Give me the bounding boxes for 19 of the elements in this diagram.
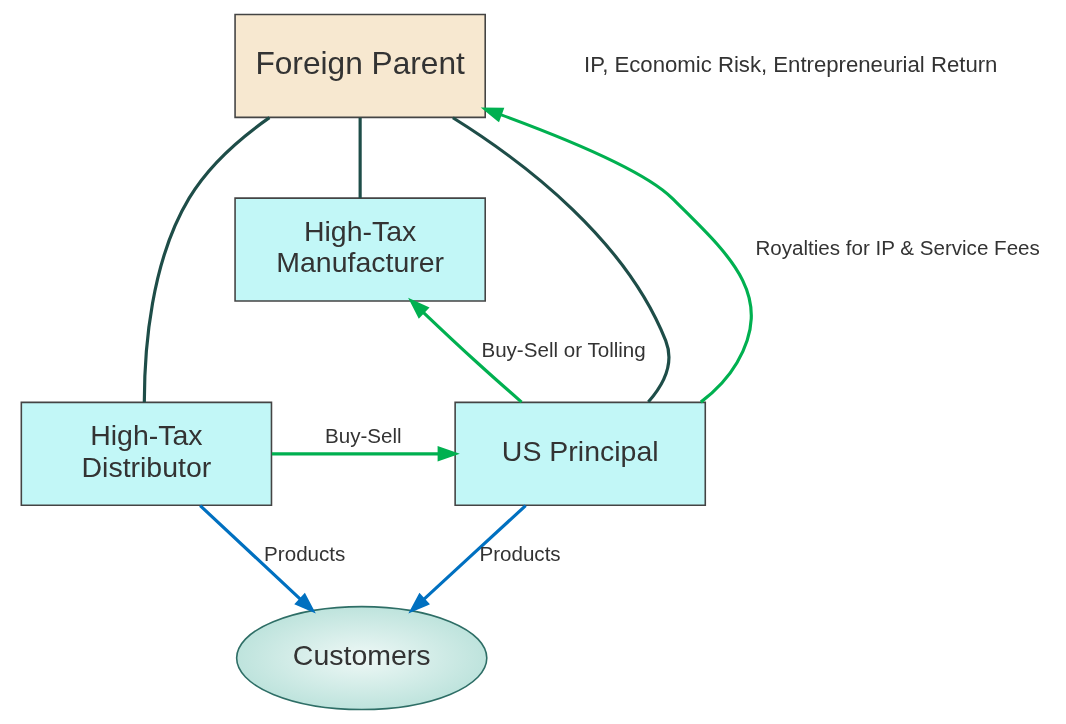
label: IP, Economic Risk, Entrepreneurial Return [583, 51, 997, 77]
node-ellipse: Customers [235, 605, 488, 711]
edge-label: Products [478, 542, 561, 566]
edge-label: Buy-Sell or Tolling [480, 338, 646, 362]
connector [142, 116, 270, 403]
connector [358, 117, 362, 198]
arrow [271, 446, 460, 462]
node-box: Foreign Parent [233, 13, 486, 119]
arrow [480, 107, 753, 404]
edge-label: Products [263, 542, 345, 566]
arrow [407, 297, 523, 404]
arrow [407, 504, 527, 614]
node-box: High-Tax Distributor [20, 401, 272, 507]
connector [451, 116, 670, 404]
edge-label: Buy-Sell [324, 424, 402, 448]
node-box: US Principal [453, 401, 706, 507]
arrow [198, 504, 316, 614]
node-box: High-Tax Manufacturer [233, 197, 486, 302]
edge-label: Royalties for IP & Service Fees [754, 235, 1040, 259]
